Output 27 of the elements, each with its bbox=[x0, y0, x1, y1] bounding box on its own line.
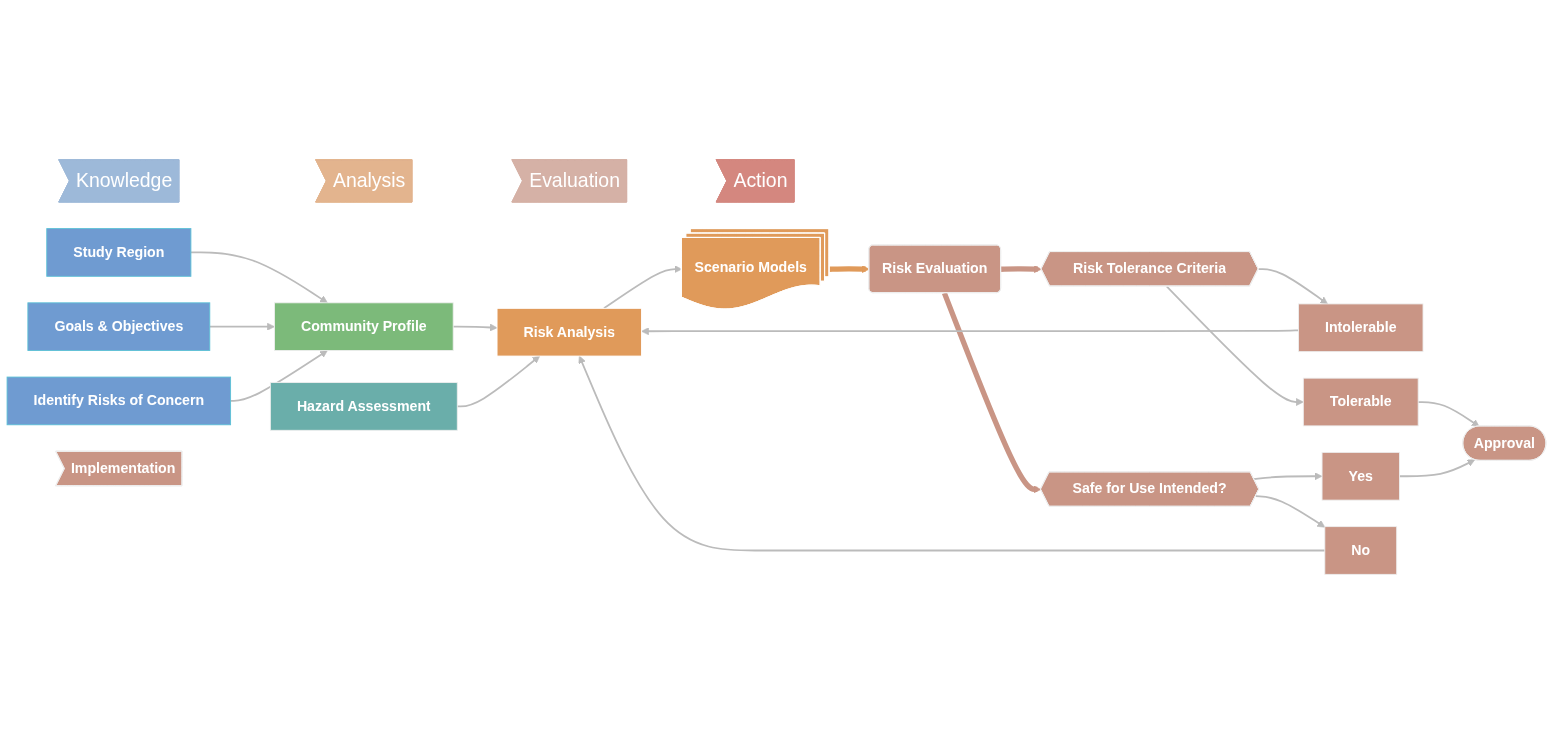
arrow bbox=[1398, 459, 1476, 478]
arrow bbox=[1001, 265, 1042, 273]
node-box: No bbox=[1324, 526, 1398, 575]
arrow bbox=[1254, 495, 1326, 528]
arrow bbox=[1165, 285, 1304, 406]
arrow bbox=[941, 292, 1042, 494]
arrow bbox=[229, 350, 328, 402]
arrow bbox=[1257, 268, 1328, 305]
arrow bbox=[452, 323, 498, 332]
node-box: Yes bbox=[1321, 451, 1400, 501]
arrow bbox=[1417, 401, 1480, 427]
arrow bbox=[641, 327, 1300, 336]
node-box: Tolerable bbox=[1302, 377, 1419, 427]
arrow bbox=[190, 251, 328, 304]
node-box: Study Region bbox=[46, 228, 192, 277]
node-box: Community Profile bbox=[274, 302, 454, 351]
arrow bbox=[456, 355, 541, 408]
node-box: Risk Analysis bbox=[496, 307, 642, 357]
node-box: Intolerable bbox=[1298, 303, 1424, 353]
arrow bbox=[578, 355, 1326, 552]
arrow bbox=[208, 322, 275, 331]
node-box: Hazard Assessment bbox=[269, 382, 458, 431]
arrow bbox=[829, 265, 870, 273]
arrow bbox=[1253, 472, 1323, 481]
node-box: Goals & Objectives bbox=[27, 302, 211, 351]
node-box: Identify Risks of Concern bbox=[6, 376, 232, 426]
arrow bbox=[603, 265, 683, 310]
